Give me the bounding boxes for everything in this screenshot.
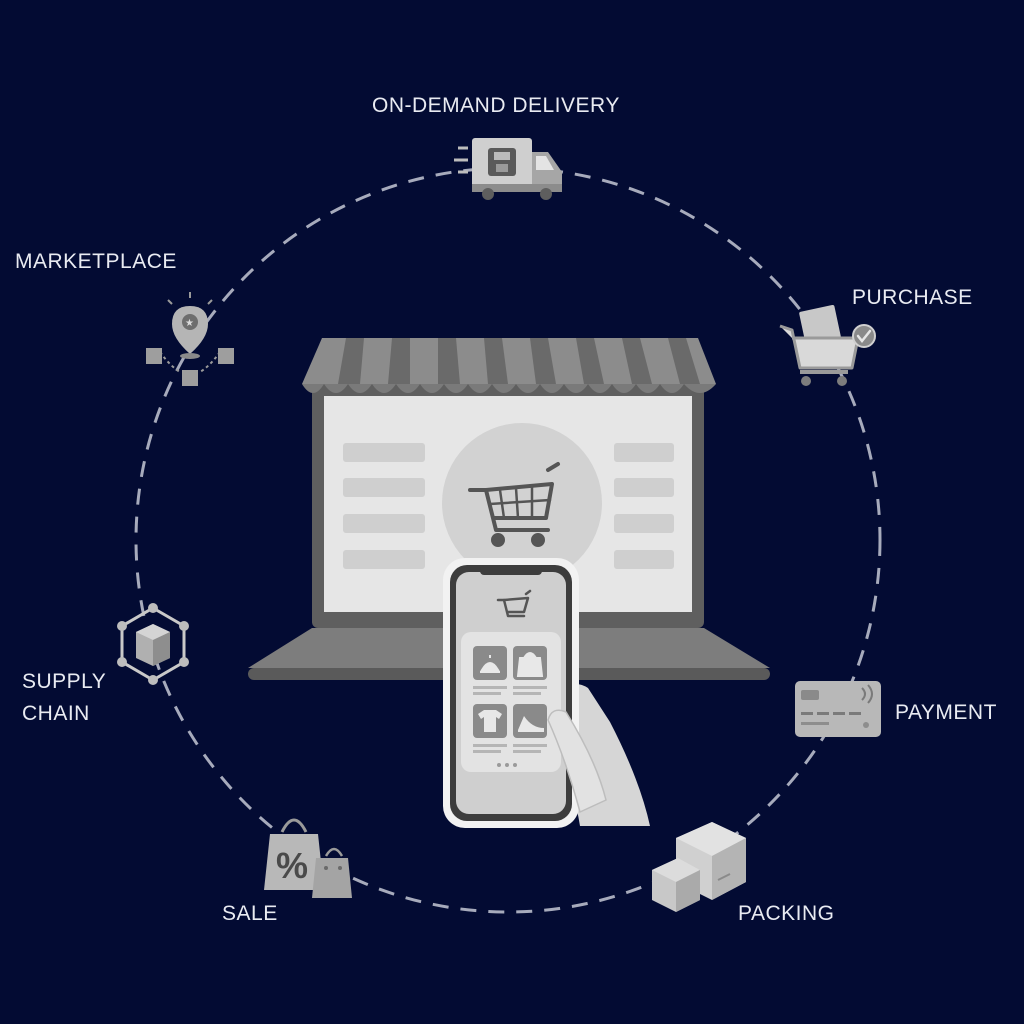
label-packing: PACKING: [738, 902, 835, 925]
boxes-icon: [652, 822, 746, 912]
label-supply-chain: SUPPLY CHAIN: [22, 666, 106, 730]
label-payment: PAYMENT: [895, 701, 997, 724]
supply-chain-hexagon-icon: [117, 603, 189, 685]
label-marketplace: MARKETPLACE: [15, 250, 177, 273]
storefront-laptop-icon: [248, 338, 770, 680]
svg-text:%: %: [276, 845, 308, 886]
label-sale: SALE: [222, 902, 278, 925]
label-purchase: PURCHASE: [852, 286, 973, 309]
shopping-cart-check-icon: [779, 305, 876, 386]
delivery-truck-icon: [454, 138, 562, 200]
sale-bag-icon: %: [264, 818, 352, 898]
shopping-cart-icon: [468, 462, 560, 547]
svg-text:★: ★: [185, 318, 194, 329]
cycle-ring: [134, 166, 882, 914]
credit-card-icon: [795, 681, 881, 737]
location-pin-network-icon: ★: [146, 292, 234, 386]
label-supply-chain-line2: CHAIN: [22, 702, 90, 725]
label-supply-chain-line1: SUPPLY: [22, 670, 107, 693]
shopping-phone-icon: [443, 558, 650, 828]
label-on-demand-delivery: ON-DEMAND DELIVERY: [372, 94, 620, 117]
